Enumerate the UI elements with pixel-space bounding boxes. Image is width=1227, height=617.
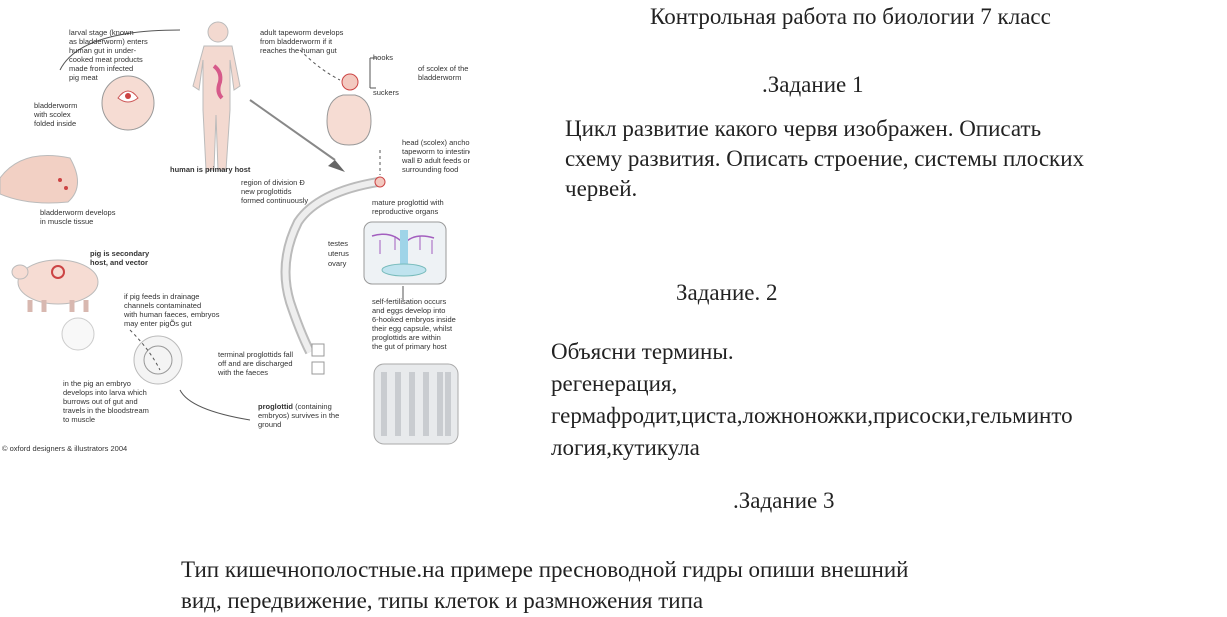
task2-heading: Задание. 2: [676, 280, 778, 305]
page-title: Контрольная работа по биологии 7 класс: [650, 4, 1051, 29]
diagram-label-testes: testes: [328, 239, 348, 248]
task2-line: регенерация,: [551, 371, 678, 396]
task3-line: Тип кишечнополостные.на примере пресново…: [181, 557, 909, 582]
diagram-label-hooks: hooks: [373, 53, 393, 62]
diagram-label-ovary: ovary: [328, 259, 347, 268]
task2-line: Объясни термины.: [551, 339, 734, 364]
task3-body: Тип кишечнополостные.на примере пресново…: [181, 554, 1141, 616]
task1-line: схему развития. Описать строение, систем…: [565, 146, 1085, 171]
task2-body: Объясни термины. регенерация, гермафроди…: [551, 336, 1221, 464]
egg-illustration: [61, 317, 95, 351]
human-figure-illustration: [192, 21, 241, 171]
task1-line: Цикл развитие какого червя изображен. Оп…: [565, 116, 1042, 141]
task2-line: гермафродит,циста,ложноножки,присоски,ге…: [551, 403, 1073, 428]
meat-illustration: [0, 155, 78, 204]
task1-body: Цикл развитие какого червя изображен. Оп…: [565, 114, 1225, 204]
scolex-illustration: [326, 57, 376, 146]
diagram-label-suckers: suckers: [373, 88, 399, 97]
task3-line: вид, передвижение, типы клеток и размнож…: [181, 588, 704, 613]
diagram-label-human-host: human is primary host: [170, 165, 251, 174]
diagram-label-uterus: uterus: [328, 249, 349, 258]
bladderworm-cyst-illustration: [101, 75, 155, 131]
task2-line: логия,кутикула: [551, 435, 700, 460]
egg-proglottid-illustration: [373, 363, 459, 445]
task1-heading: .Задание 1: [762, 72, 864, 97]
task1-line: червей.: [565, 176, 638, 201]
diagram-copyright: © oxford designers & illustrators 2004: [2, 444, 127, 453]
pig-illustration: [11, 259, 99, 312]
mature-proglottid-illustration: [363, 221, 447, 285]
task3-heading: .Задание 3: [733, 488, 835, 513]
embryo-illustration: [133, 335, 183, 385]
